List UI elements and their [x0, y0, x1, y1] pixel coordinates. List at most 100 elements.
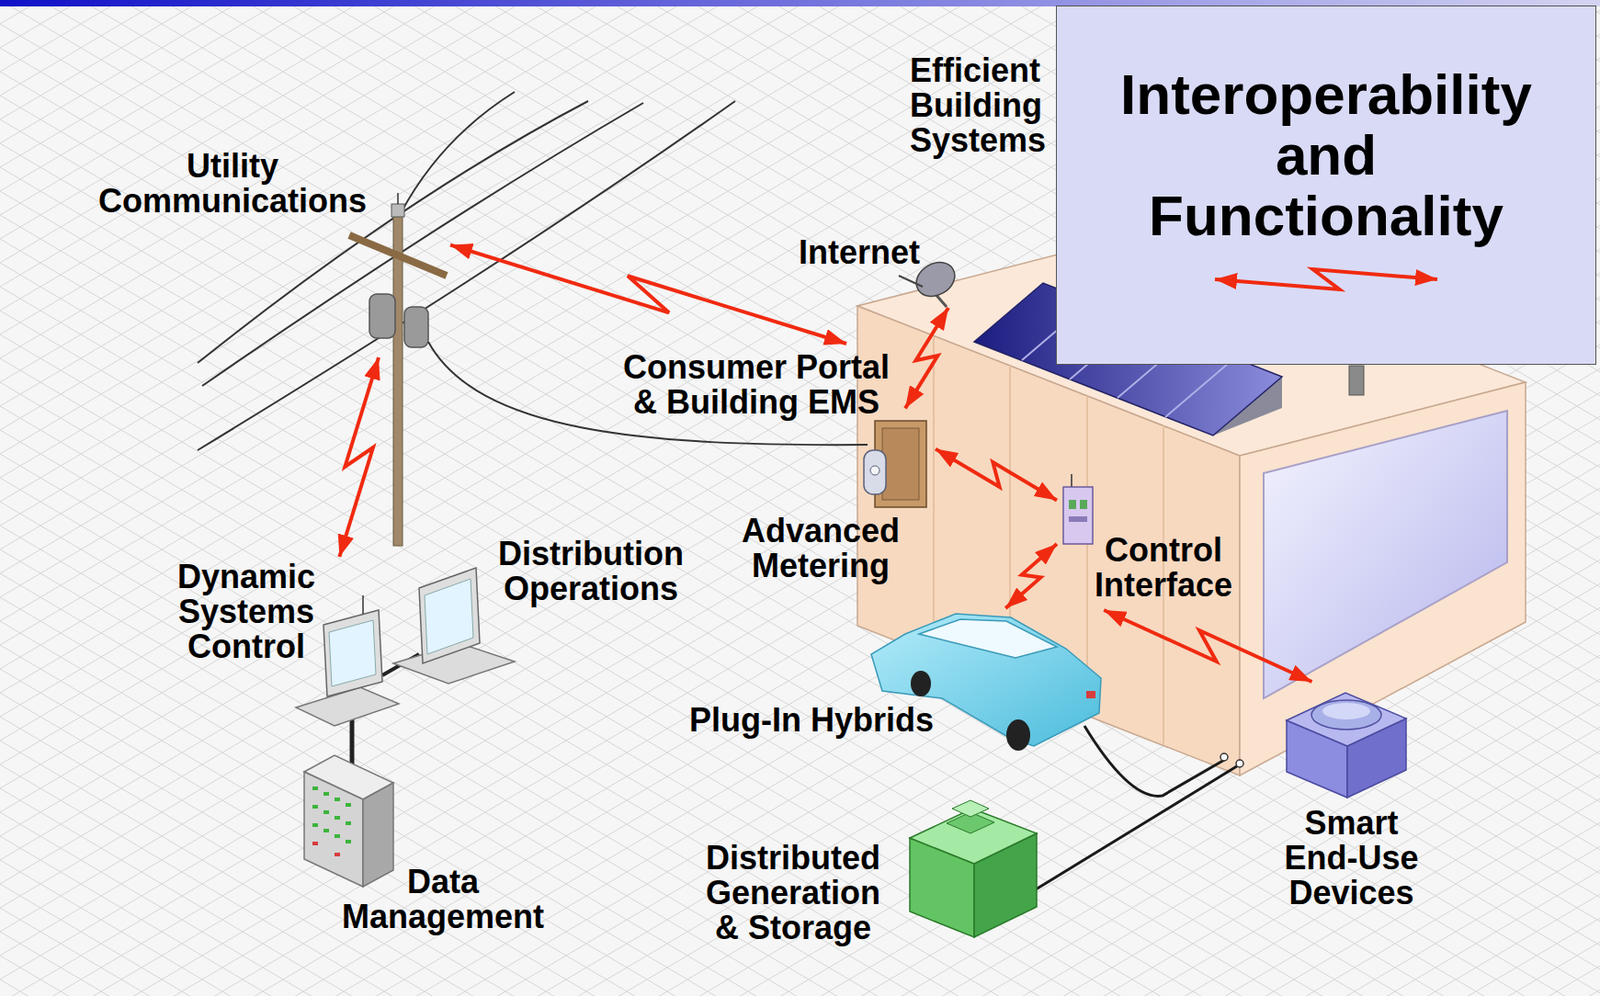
legend-arrow [1214, 269, 1438, 290]
utility-pole [404, 306, 429, 348]
server-rack [345, 821, 352, 826]
building [1239, 382, 1526, 776]
control-interface-device [1063, 474, 1093, 545]
component-label: Advanced Metering [741, 513, 900, 584]
server-rack [334, 797, 341, 802]
satellite-dish [898, 255, 962, 307]
satellite-dish [909, 255, 961, 303]
satellite-dish [898, 275, 923, 287]
server-rack [334, 816, 341, 820]
generator [909, 753, 1244, 938]
utility-pole [397, 192, 399, 205]
plug-in-car [871, 613, 1101, 747]
component-label: Internet [798, 235, 920, 271]
computer-workstations [362, 595, 364, 614]
component-label-area: Advanced Metering [735, 428, 936, 589]
generator [952, 800, 989, 818]
component-label-area: Plug-In Hybrids [680, 608, 1103, 743]
plug-in-car [1006, 719, 1031, 751]
component-label: Smart End-Use Devices [1275, 805, 1428, 911]
component-label: Distributed Generation & Storage [705, 840, 881, 946]
server-rack [312, 841, 341, 857]
server-rack [304, 755, 394, 887]
component-label: Consumer Portal & Building EMS [612, 350, 900, 420]
component-label-area: Smart End-Use Devices [1273, 681, 1433, 920]
communication-arrow [450, 245, 847, 344]
component-label-area: Control Interface [1056, 477, 1238, 611]
component-label: Plug-In Hybrids [689, 703, 934, 738]
communication-arrow [935, 449, 1057, 501]
control-interface-device [1079, 499, 1088, 510]
server-rack [363, 782, 394, 887]
electric-meter [863, 420, 927, 508]
utility-pole [428, 341, 868, 445]
solar-panel [1165, 358, 1235, 418]
utility-pole [369, 294, 396, 339]
computer-workstations [295, 687, 399, 727]
building [1162, 425, 1165, 746]
server-rack [323, 810, 330, 815]
computer-workstations [424, 578, 474, 655]
legend-text: Interoperability and Functionality [1105, 64, 1547, 247]
server-rack [334, 834, 341, 839]
component-label: Distribution Operations [498, 536, 684, 607]
server-rack [312, 841, 318, 846]
smart-device [1286, 692, 1407, 747]
control-interface-device [1070, 474, 1073, 488]
server-rack [304, 771, 364, 887]
smart-device [1286, 692, 1407, 798]
label-holder: Efficient Building Systems [909, 53, 1046, 159]
server-rack [345, 803, 352, 807]
generator [1220, 753, 1228, 761]
utility-pole [393, 211, 403, 546]
component-label: Dynamic Systems Control [177, 559, 316, 665]
utility-pole [197, 101, 736, 451]
electric-meter [863, 450, 886, 495]
component-label-area: Utility Communications [91, 145, 451, 358]
server-rack [323, 792, 330, 796]
building-label: Efficient Building Systems [909, 53, 1046, 159]
server-rack [312, 786, 318, 791]
server-rack [334, 852, 341, 857]
server-rack [312, 805, 318, 809]
legend-box: Interoperability and Functionality [1055, 5, 1597, 365]
component-label-area: Consumer Portal & Building EMS [611, 343, 906, 425]
building [1349, 365, 1364, 396]
control-interface-device [1068, 516, 1088, 522]
utility-pole [391, 204, 405, 217]
control-interface-device [1068, 499, 1077, 510]
utility-pole [349, 235, 447, 276]
building [932, 336, 935, 657]
utility-pole [197, 91, 868, 546]
communication-arrow [339, 357, 379, 557]
component-label-area: Data Management [332, 862, 554, 939]
component-label-area: Distributed Generation & Storage [698, 838, 888, 950]
utility-pole [202, 102, 644, 386]
communication-arrow [905, 307, 949, 409]
smart-device [1322, 703, 1371, 720]
server-rack [312, 786, 352, 844]
plug-in-car [910, 670, 931, 697]
plug-in-car [1086, 691, 1096, 699]
server-rack [312, 823, 318, 828]
server-rack [345, 839, 352, 844]
smart-device [1311, 700, 1382, 730]
legend-swatch [1202, 259, 1451, 300]
component-label: Data Management [341, 864, 545, 935]
component-label: Utility Communications [98, 148, 367, 219]
control-interface-device [1063, 487, 1093, 545]
communication-arrow [1005, 544, 1057, 609]
computer-workstations [419, 567, 480, 664]
computer-workstations [323, 610, 383, 697]
legend-entry: Interoperability and Functionality [1056, 64, 1596, 300]
plug-in-car [919, 619, 1057, 659]
computer-workstations [329, 620, 376, 687]
generator [1236, 760, 1244, 768]
component-label: Control Interface [1094, 533, 1233, 603]
generator [909, 808, 1037, 864]
server-rack [323, 828, 330, 833]
electric-meter [882, 428, 920, 500]
generator [1035, 764, 1240, 890]
